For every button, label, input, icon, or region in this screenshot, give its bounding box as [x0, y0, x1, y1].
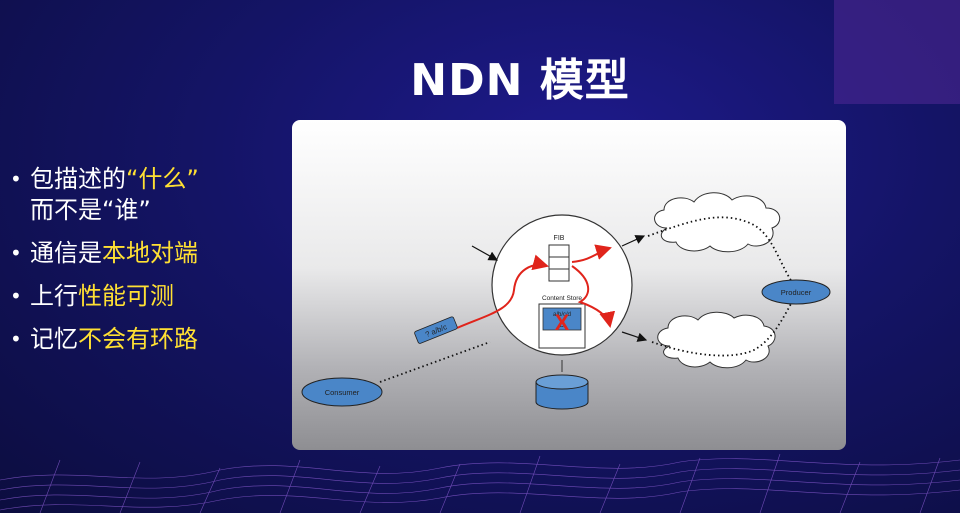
ndn-diagram-svg: FIB Content Store a/b/c/d D X ? a/b/c — [301, 192, 831, 410]
slide-title: NDN 模型 — [410, 55, 630, 106]
cloud-bottom-icon — [657, 311, 776, 369]
bullet-2-highlight: 本地对端 — [102, 239, 198, 267]
content-store-label: Content Store — [542, 295, 582, 302]
ndn-diagram: FIB Content Store a/b/c/d D X ? a/b/c — [292, 120, 846, 450]
cloud-top-icon — [654, 192, 781, 253]
outgoing-arrow-top — [621, 235, 646, 247]
bullet-1-highlight: “什么” — [126, 165, 199, 193]
bullet-3-highlight: 性能可测 — [78, 282, 174, 310]
incoming-arrow — [471, 245, 499, 261]
producer-node — [761, 279, 831, 305]
cache-miss-x-icon: X — [555, 310, 570, 335]
producer-link-bottom — [651, 301, 793, 357]
bullet-item-1: • 包描述的“什么” 而不是“谁” — [10, 165, 199, 224]
bullet-4-highlight: 不会有环路 — [78, 325, 198, 353]
producer-link-top — [647, 216, 793, 283]
outgoing-arrow-bottom — [621, 331, 648, 342]
consumer-node — [301, 377, 383, 407]
corner-panel — [834, 0, 960, 104]
consumer-label: Consumer — [325, 388, 360, 397]
wireframe-wave-decoration — [0, 453, 960, 513]
bullet-item-3: • 上行性能可测 — [10, 282, 174, 310]
interest-path — [456, 254, 549, 329]
fib-table — [548, 244, 570, 282]
bullet-item-2: • 通信是本地对端 — [10, 239, 198, 267]
storage-cylinder-icon — [535, 360, 589, 410]
stored-data-entry — [542, 307, 582, 331]
forward-path-down — [571, 265, 616, 328]
bullet-1-continuation: 而不是“谁” — [30, 196, 151, 224]
interest-packet: ? a/b/c — [414, 316, 458, 344]
forward-path-up — [571, 244, 612, 263]
consumer-link — [379, 341, 491, 383]
bullet-4-text: 记忆 — [30, 325, 78, 353]
producer-label: Producer — [781, 288, 812, 297]
stored-data-label-2: D — [560, 323, 565, 329]
bullet-item-4: • 记忆不会有环路 — [10, 325, 198, 353]
stored-data-label: a/b/c/d — [553, 312, 571, 318]
fib-label: FIB — [554, 235, 565, 242]
bullet-1-text: 包描述的 — [30, 165, 126, 193]
bullet-3-text: 上行 — [30, 282, 78, 310]
bullet-2-text: 通信是 — [30, 239, 102, 267]
bullet-list: • 包描述的“什么” 而不是“谁” • 通信是本地对端 • 上行性能可测 • 记… — [10, 164, 280, 367]
